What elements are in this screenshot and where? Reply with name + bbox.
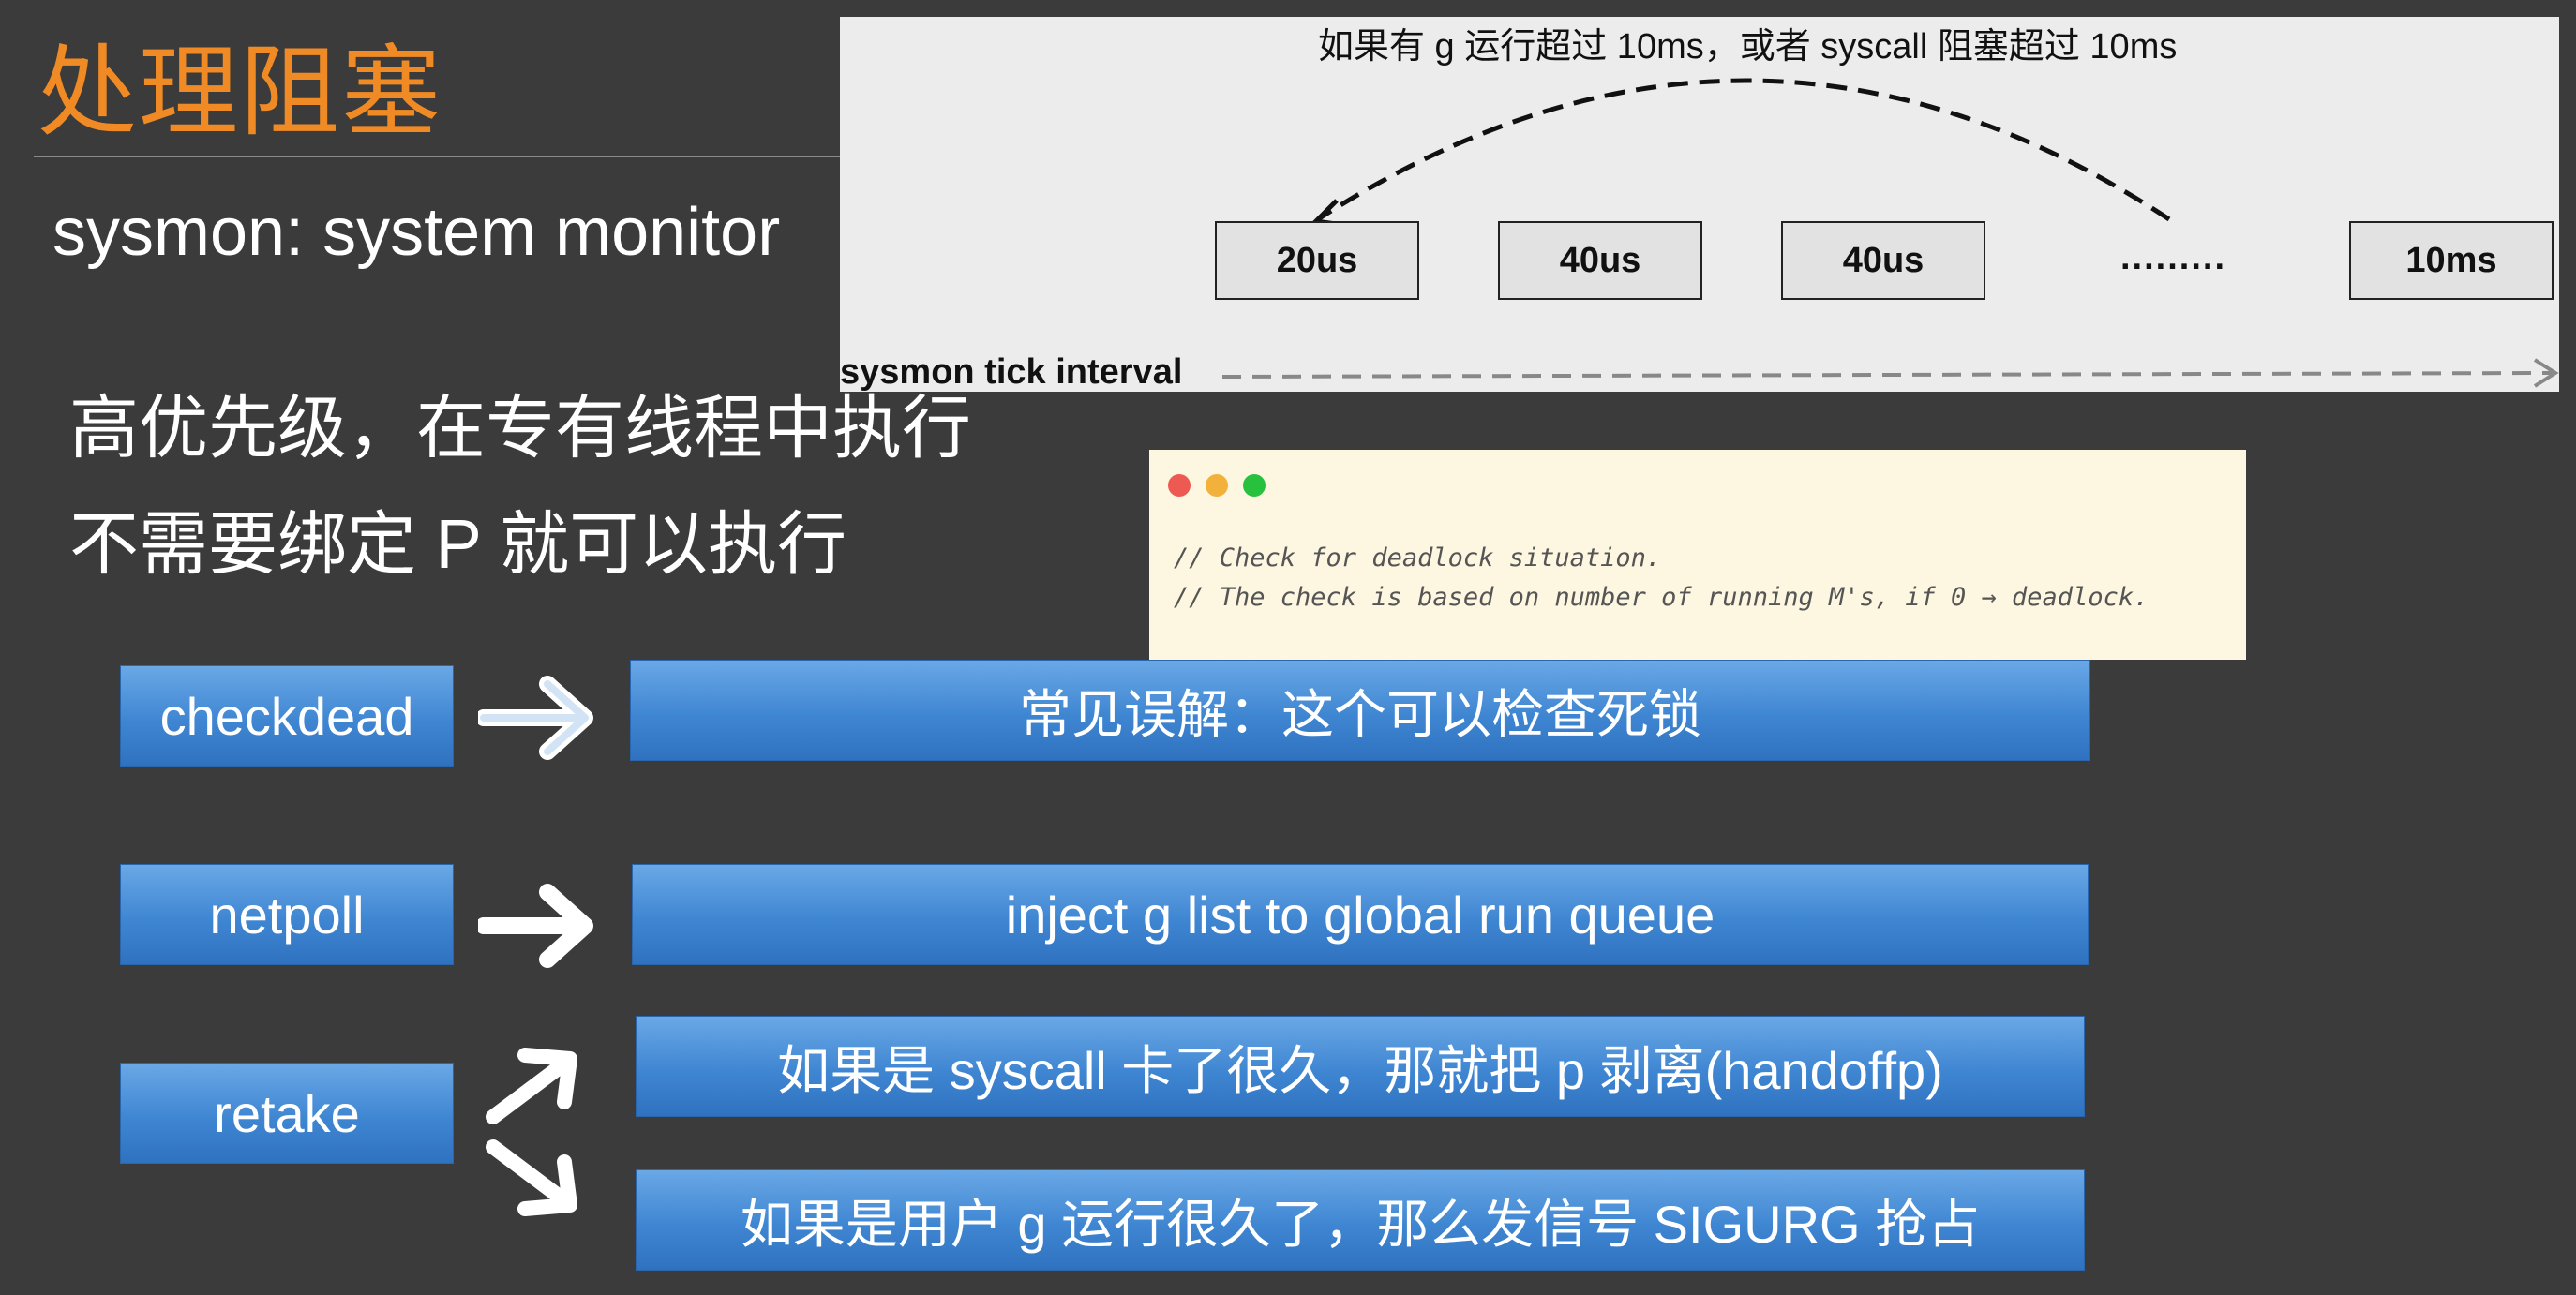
tick-axis-label: sysmon tick interval [840, 352, 1183, 392]
tick-axis-arrowhead [2533, 358, 2559, 388]
right-arrow-icon [478, 881, 600, 971]
netpoll-result: inject g list to global run queue [632, 864, 2089, 965]
tick-box-3: 40us [1781, 221, 1985, 300]
subtitle: sysmon: system monitor [52, 195, 781, 270]
code-line-1: // Check for deadlock situation. [1174, 543, 1662, 573]
title-divider [34, 156, 840, 157]
retake-box: retake [120, 1063, 454, 1164]
tick-axis-line [1221, 371, 2553, 379]
retry-curve [1316, 78, 2171, 222]
timeline-panel: 如果有 g 运行超过 10ms，或者 syscall 阻塞超过 10ms 20u… [840, 17, 2559, 392]
code-line-2: // The check is based on number of runni… [1174, 583, 2149, 612]
down-right-arrow-icon [484, 1138, 587, 1222]
point-1: 高优先级，在专有线程中执行 [69, 389, 971, 467]
tick-box-1: 20us [1215, 221, 1419, 300]
maximize-dot-icon [1243, 474, 1266, 497]
checkdead-result: 常见误解：这个可以检查死锁 [630, 660, 2090, 761]
timeline-caption: 如果有 g 运行超过 10ms，或者 syscall 阻塞超过 10ms [1318, 27, 2178, 67]
point-2: 不需要绑定 P 就可以执行 [69, 505, 847, 583]
page-title: 处理阻塞 [37, 37, 442, 148]
code-window: // Check for deadlock situation. // The … [1149, 450, 2246, 660]
netpoll-box: netpoll [120, 864, 454, 965]
up-right-arrow-icon [484, 1042, 587, 1126]
timeline-graphics [1221, 78, 2559, 388]
tick-ellipsis: ......... [2120, 238, 2227, 277]
retake-result-syscall: 如果是 syscall 卡了很久，那就把 p 剥离(handoffp) [636, 1016, 2085, 1117]
close-dot-icon [1168, 474, 1191, 497]
tick-box-2: 40us [1498, 221, 1702, 300]
retake-result-preempt: 如果是用户 g 运行很久了，那么发信号 SIGURG 抢占 [636, 1169, 2085, 1271]
right-arrow-icon [478, 673, 600, 763]
tick-box-4: 10ms [2349, 221, 2554, 300]
checkdead-box: checkdead [120, 665, 454, 767]
minimize-dot-icon [1206, 474, 1228, 497]
